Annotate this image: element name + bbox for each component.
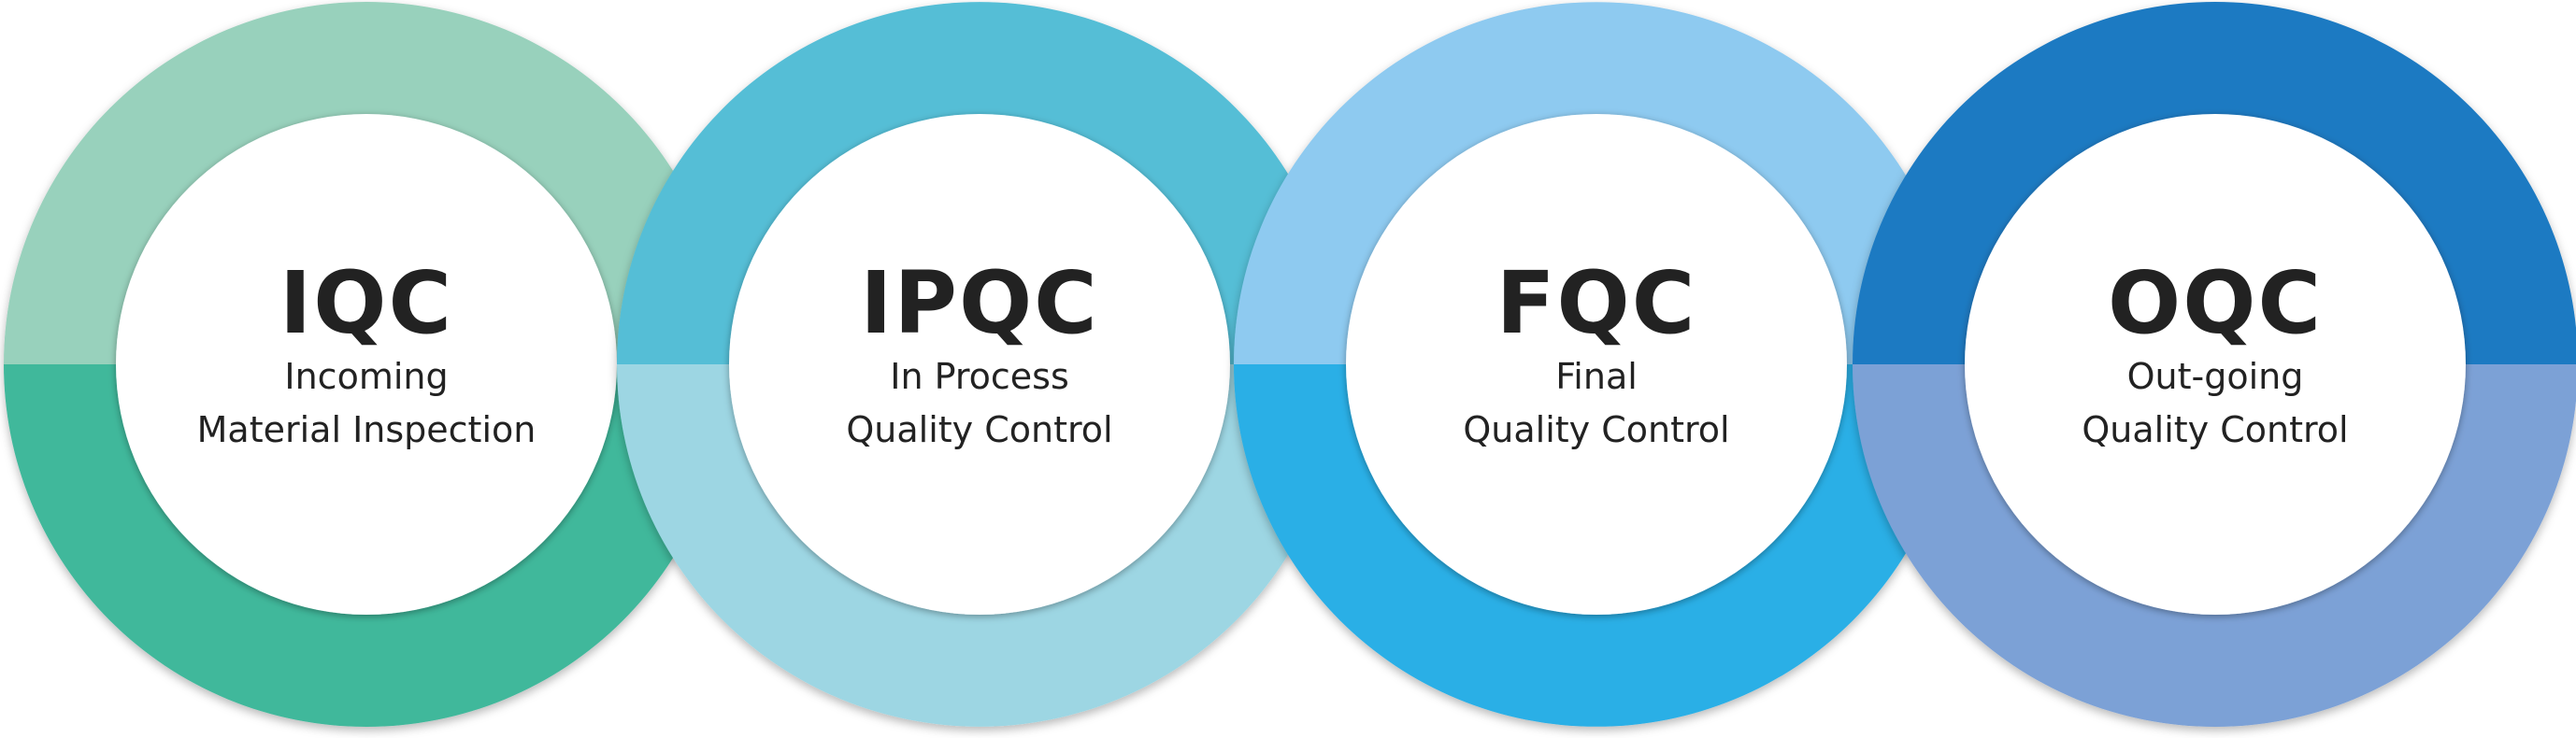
stage-desc-line1-ipqc: In Process (890, 356, 1069, 397)
stage-abbr-ipqc: IPQC (860, 253, 1099, 353)
stage-label-fqc: FQC Final Quality Control (1381, 257, 1811, 457)
stage-label-oqc: OQC Out-going Quality Control (2000, 257, 2430, 457)
ring-oqc (1853, 2, 2576, 727)
stage-abbr-fqc: FQC (1496, 253, 1697, 353)
stage-desc-line2-iqc: Material Inspection (196, 409, 537, 450)
ring-iqc (4, 2, 729, 727)
ring-center-disc-fqc (1346, 114, 1847, 615)
stage-abbr-oqc: OQC (2108, 253, 2323, 353)
ring-center-disc-iqc (116, 114, 617, 615)
stage-desc-line2-fqc: Quality Control (1463, 409, 1730, 450)
ring-center-disc-oqc (1965, 114, 2466, 615)
stage-desc-line1-iqc: Incoming (284, 356, 449, 397)
stage-desc-line2-ipqc: Quality Control (846, 409, 1113, 450)
stage-label-ipqc: IPQC In Process Quality Control (765, 257, 1195, 457)
stage-desc-line1-fqc: Final (1555, 356, 1638, 397)
stage-desc-line1-oqc: Out-going (2126, 356, 2304, 397)
ring-center-disc-ipqc (729, 114, 1230, 615)
stage-abbr-iqc: IQC (279, 253, 453, 353)
ring-ipqc (617, 2, 1342, 727)
ring-fqc (1234, 2, 1959, 727)
stage-label-iqc: IQC Incoming Material Inspection (151, 257, 581, 457)
stage-desc-line2-oqc: Quality Control (2082, 409, 2349, 450)
